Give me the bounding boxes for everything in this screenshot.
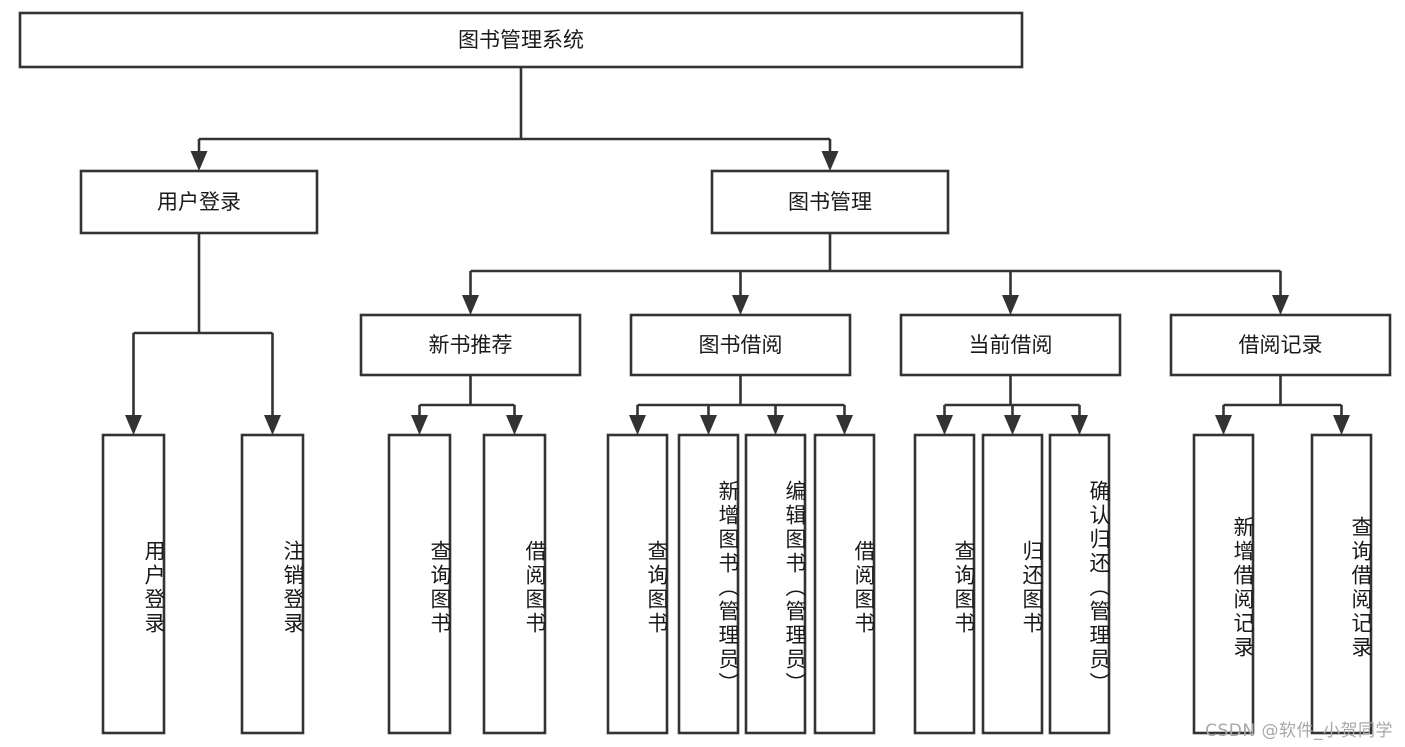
node-box[interactable] [1169, 313, 1392, 377]
arrow-head-icon [1004, 415, 1021, 435]
arrow-head-icon [629, 415, 646, 435]
node-book-borrow[interactable]: 图书借阅 [629, 313, 852, 377]
node-box[interactable] [744, 433, 807, 735]
node-leaf-return-book[interactable] [981, 433, 1044, 735]
csdn-watermark: CSDN @软件_小贺同学 [1205, 721, 1393, 741]
node-new-book-recommend[interactable]: 新书推荐 [359, 313, 582, 377]
node-box[interactable] [710, 169, 950, 235]
node-leaf-user-login[interactable] [101, 433, 166, 735]
arrow-head-icon [732, 295, 749, 315]
node-leaf-confirm-return-admin[interactable] [1048, 433, 1111, 735]
arrow-head-icon [821, 151, 839, 171]
node-leaf-logout[interactable] [240, 433, 305, 735]
node-borrow-record[interactable]: 借阅记录 [1169, 313, 1392, 377]
arrow-head-icon [1071, 415, 1088, 435]
node-box[interactable] [18, 11, 1024, 69]
node-box[interactable] [913, 433, 976, 735]
node-leaf-borrow-book-recommend[interactable] [482, 433, 547, 735]
node-box[interactable] [101, 433, 166, 735]
edge-layer [125, 67, 1350, 435]
node-box[interactable] [677, 433, 740, 735]
node-box[interactable] [606, 433, 669, 735]
node-box[interactable] [1192, 433, 1255, 735]
node-label: 当前借阅 [969, 333, 1053, 357]
node-leaf-add-book-admin[interactable] [677, 433, 740, 735]
node-leaf-add-borrow-record[interactable] [1192, 433, 1255, 735]
node-leaf-edit-book-admin[interactable] [744, 433, 807, 735]
node-box[interactable] [482, 433, 547, 735]
node-box[interactable] [240, 433, 305, 735]
arrow-head-icon [462, 295, 479, 315]
node-label: 图书管理系统 [458, 28, 584, 52]
node-box[interactable] [629, 313, 852, 377]
node-label: 新书推荐 [429, 333, 513, 357]
node-box[interactable] [1048, 433, 1111, 735]
node-box[interactable] [1310, 433, 1373, 735]
arrow-head-icon [411, 415, 428, 435]
node-box[interactable] [813, 433, 876, 735]
node-box[interactable] [899, 313, 1122, 377]
node-box[interactable] [79, 169, 319, 235]
arrow-head-icon [125, 415, 142, 435]
node-label: 图书借阅 [699, 333, 783, 357]
arrow-head-icon [264, 415, 281, 435]
arrow-head-icon [190, 151, 208, 171]
node-root[interactable]: 图书管理系统 [18, 11, 1024, 69]
node-current-borrow[interactable]: 当前借阅 [899, 313, 1122, 377]
node-box[interactable] [359, 313, 582, 377]
node-leaf-query-book-current[interactable] [913, 433, 976, 735]
node-leaf-query-borrow-record[interactable] [1310, 433, 1373, 735]
arrow-head-icon [936, 415, 953, 435]
node-leaf-borrow-book[interactable] [813, 433, 876, 735]
node-label: 用户登录 [157, 190, 241, 214]
node-user-login[interactable]: 用户登录 [79, 169, 319, 235]
arrow-head-icon [767, 415, 784, 435]
node-leaf-query-book-recommend[interactable] [387, 433, 452, 735]
arrow-head-icon [700, 415, 717, 435]
arrow-head-icon [1272, 295, 1289, 315]
node-label: 图书管理 [788, 190, 872, 214]
node-label: 借阅记录 [1239, 333, 1323, 357]
node-leaf-query-book-borrow[interactable] [606, 433, 669, 735]
node-book-management[interactable]: 图书管理 [710, 169, 950, 235]
arrow-head-icon [1215, 415, 1232, 435]
arrow-head-icon [1002, 295, 1019, 315]
arrow-head-icon [836, 415, 853, 435]
node-box[interactable] [981, 433, 1044, 735]
arrow-head-icon [506, 415, 523, 435]
node-box[interactable] [387, 433, 452, 735]
arrow-head-icon [1333, 415, 1350, 435]
